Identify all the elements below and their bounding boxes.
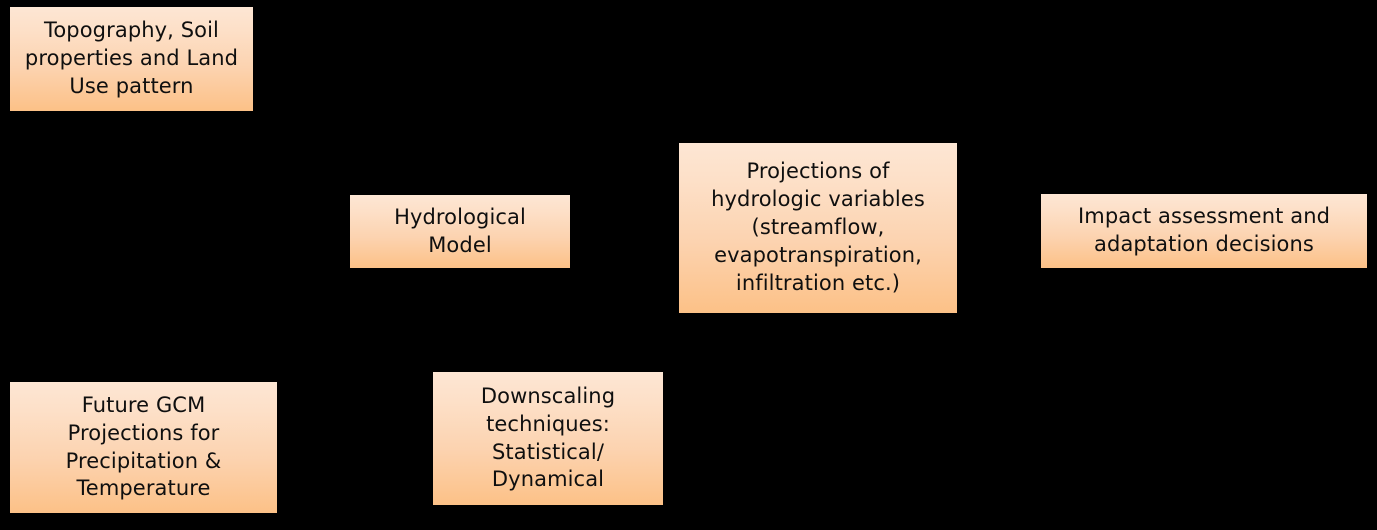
node-downscaling-label: Downscaling techniques: Statistical/ Dyn…: [480, 383, 616, 492]
node-hydrological-model-label: Hydrological Model: [394, 204, 526, 257]
node-topography-label: Topography, Soil properties and Land Use…: [24, 18, 239, 98]
node-gcm-label: Future GCM Projections for Precipitation…: [65, 392, 222, 501]
node-future-gcm-projections[interactable]: Future GCM Projections for Precipitation…: [10, 382, 277, 513]
node-impact-label: Impact assessment and adaptation decisio…: [1077, 204, 1331, 256]
node-topography[interactable]: Topography, Soil properties and Land Use…: [10, 7, 253, 111]
node-impact-assessment[interactable]: Impact assessment and adaptation decisio…: [1041, 194, 1367, 268]
node-projections-of-hydrologic-variables[interactable]: Projections of hydrologic variables (str…: [679, 143, 957, 313]
node-projections-label: Projections of hydrologic variables (str…: [711, 159, 925, 295]
node-hydrological-model[interactable]: Hydrological Model: [350, 195, 570, 268]
node-downscaling-techniques[interactable]: Downscaling techniques: Statistical/ Dyn…: [433, 372, 663, 505]
